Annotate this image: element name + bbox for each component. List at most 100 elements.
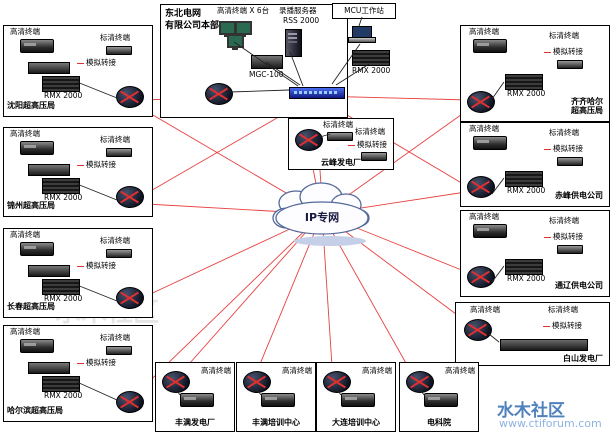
watermark-url: www.ctiforum.com	[499, 417, 602, 430]
site-yunfeng: 标清终端 标清终端 模拟转接 云峰发电厂	[288, 118, 394, 170]
rss-2000-label: RSS 2000	[283, 16, 320, 25]
hd-terminals-x6-label: 高清终端 X 6台	[217, 6, 270, 15]
site-headquarters: 东北电网 有限公司本部 高清终端 X 6台 录播服务器 RSS 2000 MGC…	[160, 4, 348, 118]
sd-terminal-label: 标清终端	[549, 31, 579, 40]
rmx-2000-icon	[42, 376, 80, 392]
site-jinzhou: 高清终端 标清终端 模拟转接 RMX 2000 锦州超高压局	[3, 127, 153, 217]
hd-terminal-monitor-icon	[227, 34, 244, 50]
lan-switch-icon	[289, 87, 345, 99]
router-icon	[205, 83, 233, 105]
rmx-2000-icon	[505, 171, 543, 187]
recording-server-label: 录播服务器	[279, 6, 317, 15]
analog-adapter-label: 模拟转接	[348, 140, 387, 149]
sd-terminal-icon	[361, 152, 387, 161]
hd-terminal-label: 高清终端	[10, 129, 40, 138]
site-qiqihar: 高清终端 标清终端 模拟转接 RMX 2000 齐齐哈尔 超高压局	[460, 25, 610, 122]
router-icon	[323, 371, 351, 393]
site-name: 丰满培训中心	[252, 417, 300, 427]
codec-device-icon	[28, 62, 70, 74]
hd-terminal-label: 高清终端	[201, 366, 231, 375]
sd-terminal-icon	[557, 157, 583, 166]
rmx-2000-label: RMX 2000	[352, 66, 391, 75]
site-chifeng: 高清终端 标清终端 模拟转接 RMX 2000 赤峰供电公司	[460, 122, 610, 207]
router-icon	[243, 371, 271, 393]
hd-terminal-label: 高清终端	[10, 230, 40, 239]
router-icon	[116, 391, 144, 413]
hd-terminal-icon	[180, 393, 214, 407]
site-name: 齐齐哈尔 超高压局	[571, 96, 603, 115]
mcu-workstation-box: MCU工作站	[332, 3, 396, 19]
rmx-2000-label: RMX 2000	[44, 91, 83, 100]
hd-terminal-icon	[424, 393, 458, 407]
rmx-2000-icon	[352, 50, 390, 66]
analog-adapter-label: 模拟转接	[77, 58, 116, 67]
hd-terminal-icon	[473, 224, 507, 238]
site-fengman-plant: 高清终端 丰满发电厂	[155, 362, 235, 432]
hd-terminal-label: 高清终端	[469, 124, 499, 133]
rmx-2000-label: RMX 2000	[507, 89, 546, 98]
site-name: 锦州超高压局	[7, 200, 55, 210]
site-baishan: 高清终端 标清终端 模拟转接 白山发电厂	[455, 302, 610, 366]
site-name: 哈尔滨超高压局	[7, 405, 63, 415]
sd-terminal-icon	[106, 346, 132, 355]
sd-terminal-icon	[327, 132, 353, 141]
sd-terminal-label: 标清终端	[100, 135, 130, 144]
router-icon	[116, 86, 144, 108]
hd-terminal-label: 高清终端	[282, 366, 312, 375]
router-icon	[467, 266, 495, 288]
hd-terminal-icon	[20, 339, 54, 353]
hd-terminal-label: 高清终端	[469, 27, 499, 36]
site-name: 赤峰供电公司	[555, 190, 603, 200]
sd-terminal-icon	[106, 148, 132, 157]
rmx-2000-icon	[505, 259, 543, 275]
headquarters-name: 东北电网 有限公司本部	[165, 9, 220, 31]
rmx-2000-label: RMX 2000	[44, 391, 83, 400]
rmx-2000-label: RMX 2000	[44, 294, 83, 303]
ip-cloud: IP专网	[272, 182, 370, 246]
site-tongliao: 高清终端 标清终端 模拟转接 RMX 2000 通辽供电公司	[460, 210, 610, 297]
hd-terminal-icon	[473, 136, 507, 150]
analog-adapter-label: 模拟转接	[544, 144, 583, 153]
mgc-100-icon	[251, 55, 283, 69]
hd-terminal-label: 高清终端	[470, 305, 500, 314]
hd-terminal-icon	[20, 39, 54, 53]
site-name: 长春超高压局	[7, 301, 55, 311]
router-icon	[406, 371, 434, 393]
rmx-2000-icon	[42, 279, 80, 295]
sd-terminal-label: 标清终端	[100, 236, 130, 245]
rmx-2000-label: RMX 2000	[507, 274, 546, 283]
sd-terminal-icon	[106, 46, 132, 55]
site-name: 沈阳超高压局	[7, 100, 55, 110]
router-icon	[467, 91, 495, 113]
router-icon	[464, 319, 492, 341]
sd-terminal-label: 标清终端	[549, 128, 579, 137]
sd-terminal-label: 标清终端	[100, 33, 130, 42]
mcu-workstation-laptop-icon	[348, 26, 376, 43]
hd-terminal-icon	[473, 39, 507, 53]
sd-terminal-label: 标清终端	[355, 127, 385, 136]
hd-terminal-label: 高清终端	[445, 366, 475, 375]
sd-terminal-label: 标清终端	[323, 120, 353, 129]
analog-adapter-label: 模拟转接	[77, 358, 116, 367]
site-name: 大连培训中心	[332, 417, 380, 427]
rmx-2000-icon	[42, 76, 80, 92]
analog-adapter-label: 模拟转接	[544, 47, 583, 56]
site-shenyang: 高清终端 标清终端 模拟转接 RMX 2000 沈阳超高压局	[3, 25, 153, 117]
site-changchun: 高清终端 标清终端 模拟转接 RMX 2000 长春超高压局	[3, 228, 153, 318]
rmx-2000-label: RMX 2000	[44, 193, 83, 202]
hd-terminal-label: 高清终端	[469, 212, 499, 221]
analog-adapter-label: 模拟转接	[543, 321, 582, 330]
router-icon	[116, 186, 144, 208]
site-fengman-training: 高清终端 丰满培训中心	[236, 362, 316, 432]
sd-terminal-label: 标清终端	[100, 333, 130, 342]
site-harbin: 高清终端 标清终端 模拟转接 RMX 2000 哈尔滨超高压局	[3, 325, 153, 422]
rmx-2000-icon	[42, 178, 80, 194]
sd-terminal-label: 标清终端	[548, 305, 578, 314]
sd-terminal-icon	[106, 249, 132, 258]
hd-terminal-monitor-icon	[235, 21, 252, 37]
hd-terminal-icon	[341, 393, 375, 407]
rmx-2000-icon	[505, 74, 543, 90]
codec-device-icon	[28, 362, 70, 374]
analog-adapter-label: 模拟转接	[77, 261, 116, 270]
